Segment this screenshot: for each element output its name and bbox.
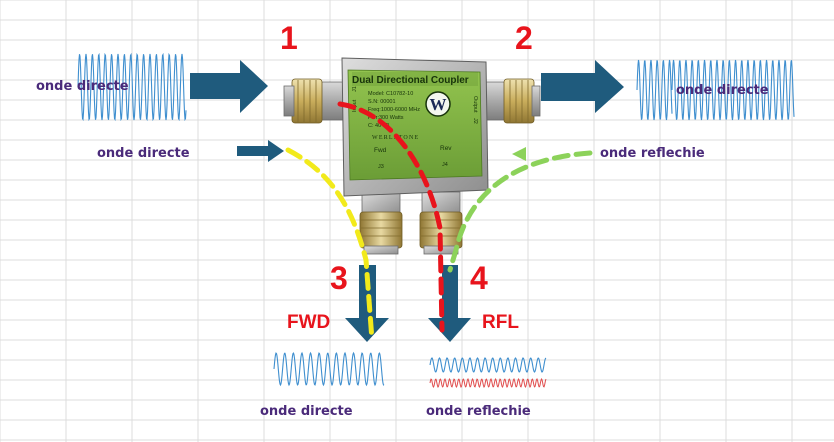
device-power: Pwr:300 Watts [368,115,404,121]
j4-port-label: J4 [442,162,448,168]
device-coupling: C: 40 dB [368,123,390,129]
rev-port-label: Rev [440,145,452,152]
port-number-2: 2 [515,20,533,56]
reflected-port-wave [429,357,547,373]
incident-wave-label-left: onde directe [36,79,129,94]
j2-port-label: J2 [472,118,478,124]
port-number-4: 4 [470,260,488,296]
connector-j2 [483,78,541,124]
j1-port-label: J1 [352,86,358,92]
device-title: Dual Directional Coupler [352,75,469,86]
werlatone-logo-letter: W [430,95,447,114]
rfl-port-title: RFL [482,312,519,333]
rfl-port-arrow [428,265,471,342]
forward-sample-wave [273,351,385,387]
forward-coupling-label: onde directe [97,146,190,161]
output-port-label: Output [472,96,478,113]
reflected-wave-label: onde reflechie [600,146,705,161]
fwd-port-title: FWD [287,312,331,333]
incident-wave-label-right: onde directe [676,83,769,98]
werlatone-logo-icon [425,91,451,117]
port-number-3: 3 [330,260,348,296]
reflected-coupling-path [447,150,593,273]
connector-j1 [283,78,345,124]
rfl-output-label: onde reflechie [426,404,531,419]
incident-wave-right [636,59,795,121]
forward-coupling-arrow [237,140,284,162]
connector-j3 [359,191,403,255]
reflected-sample-wave [429,378,547,388]
reflected-arrowhead [512,147,526,161]
dual-directional-coupler: Dual Directional Coupler Model: C10782-1… [283,57,541,255]
j3-port-label: J3 [378,164,384,170]
incident-wave-left [77,52,187,122]
device-serial: S.N: 00001 [368,99,396,105]
fwd-port-label: Fwd [374,147,387,154]
output-arrow [541,60,624,113]
port-number-1: 1 [280,20,298,56]
forward-coupling-path [285,147,375,343]
input-arrow [190,60,268,113]
device-model: Model: C10782-10 [368,91,413,97]
main-line-path [337,101,445,333]
device-frequency: Freq:1000-6000 MHz [368,107,420,113]
fwd-output-label: onde directe [260,404,353,419]
